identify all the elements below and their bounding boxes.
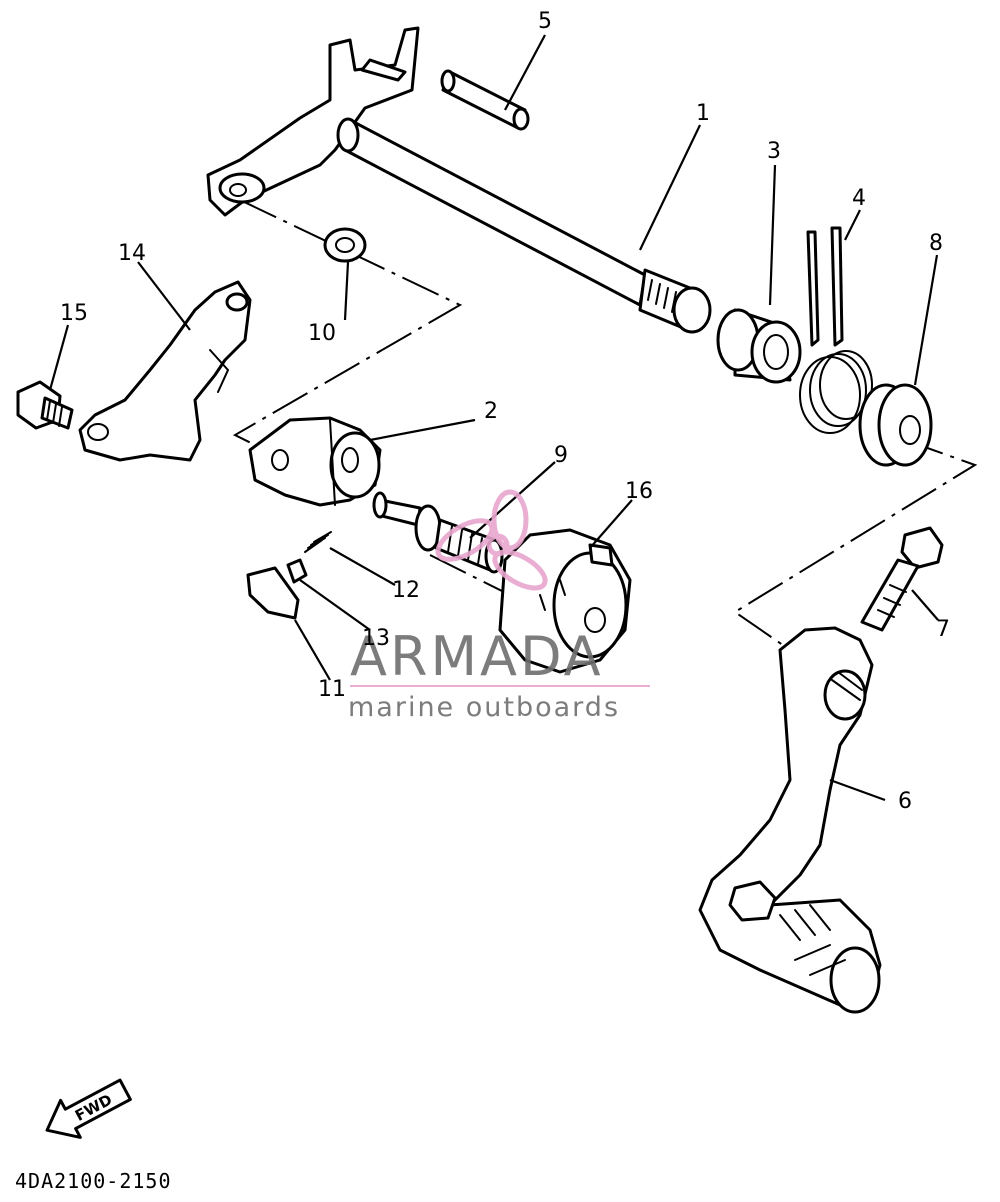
pawl	[246, 566, 300, 620]
watermark-logo: ARMADA marine outboards	[348, 489, 650, 723]
propeller-icon	[435, 489, 548, 591]
pedal-bolt	[860, 526, 944, 632]
watermark-brand: ARMADA	[350, 625, 604, 688]
callout-8: 8	[929, 231, 943, 256]
callout-2: 2	[484, 399, 498, 424]
callout-13: 13	[362, 626, 390, 651]
fwd-direction-arrow: FWD	[45, 1078, 132, 1139]
stopper-plate	[78, 280, 252, 462]
leader-lines	[48, 34, 939, 802]
shift-cam-lever	[248, 416, 382, 507]
shift-pedal	[698, 626, 882, 1014]
watermark-tagline: marine outboards	[348, 692, 620, 723]
torsion-spring	[799, 226, 873, 434]
oil-seal	[858, 383, 933, 467]
callout-11: 11	[318, 677, 346, 702]
roller	[286, 558, 308, 584]
washer	[323, 227, 367, 263]
callout-7: 7	[936, 617, 950, 642]
callout-10: 10	[308, 321, 336, 346]
callout-14: 14	[118, 241, 146, 266]
callout-15: 15	[60, 301, 88, 326]
small-spring	[304, 531, 332, 553]
diagram-code: 4DA2100-2150	[15, 1169, 172, 1193]
callout-5: 5	[538, 9, 552, 34]
collar	[716, 308, 802, 384]
stopper-bolt	[16, 380, 74, 430]
callout-16: 16	[625, 479, 653, 504]
pivot-bolt	[372, 491, 504, 574]
callout-12: 12	[392, 578, 420, 603]
callout-9: 9	[554, 443, 568, 468]
callout-1: 1	[696, 101, 710, 126]
callout-4: 4	[852, 186, 866, 211]
shift-shaft	[206, 26, 712, 334]
callout-3: 3	[767, 139, 781, 164]
callout-6: 6	[898, 789, 912, 814]
dowel-pin	[440, 69, 530, 131]
callout-labels: 1 2 3 4 5 6 7 8 9 10 11 12 13 14 15 16	[60, 9, 950, 814]
